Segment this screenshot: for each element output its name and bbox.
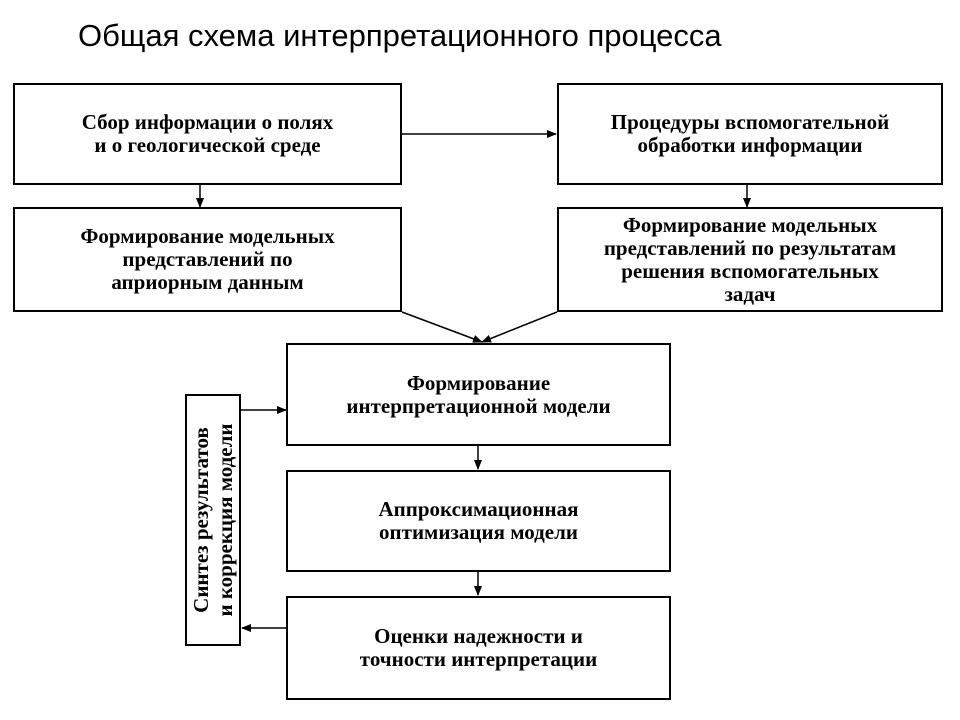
box-apriori-models-line-2: представлений по [122, 247, 293, 271]
box-auxiliary-models-line-1: Формирование модельных [622, 212, 878, 237]
box-reliability: Оценки надежности и точности интерпретац… [286, 596, 671, 700]
box-synthesis-correction-text: Синтез результатов и коррекция модели [187, 394, 239, 646]
box-approximation-line-2: оптимизация модели [379, 520, 578, 544]
arrow-apriori-to-interpretation [401, 311, 483, 343]
box-auxiliary-models: Формирование модельных представлений по … [557, 207, 943, 312]
box-collection: Сбор информации о полях и о геологическо… [13, 83, 402, 185]
box-auxiliary-models-line-4: задач [724, 281, 776, 306]
box-auxiliary-models-line-2: представлений по результатам [603, 235, 897, 260]
box-synthesis-correction: Синтез результатов и коррекция модели [185, 394, 241, 646]
box-auxiliary-processing-line-2: обработки информации [637, 133, 863, 157]
box-auxiliary-processing-line-1: Процедуры вспомогательной [610, 110, 890, 134]
box-apriori-models: Формирование модельных представлений по … [13, 207, 402, 312]
arrow-auxmodels-to-interpretation [481, 311, 558, 343]
box-collection-line-2: и о геологической среде [94, 133, 321, 157]
box-interpretation-model: Формирование интерпретационной модели [286, 343, 671, 446]
box-interpretation-model-line-1: Формирование [406, 370, 551, 395]
box-collection-line-1: Сбор информации о полях [81, 110, 334, 134]
box-auxiliary-processing: Процедуры вспомогательной обработки инфо… [557, 83, 943, 185]
box-approximation: Аппроксимационная оптимизация модели [286, 470, 671, 572]
box-apriori-models-line-1: Формирование модельных [80, 224, 335, 248]
box-reliability-line-1: Оценки надежности и [374, 624, 583, 648]
box-synthesis-correction-line-2: и коррекция модели [213, 423, 237, 617]
box-auxiliary-models-line-3: решения вспомогательных [621, 258, 879, 283]
page-title: Общая схема интерпретационного процесса [78, 18, 722, 53]
box-interpretation-model-line-2: интерпретационной модели [346, 393, 611, 418]
box-apriori-models-line-3: априорным данным [111, 270, 304, 294]
box-reliability-line-2: точности интерпретации [359, 647, 598, 671]
box-approximation-line-1: Аппроксимационная [378, 497, 579, 521]
box-synthesis-correction-line-1: Синтез результатов [189, 427, 213, 613]
